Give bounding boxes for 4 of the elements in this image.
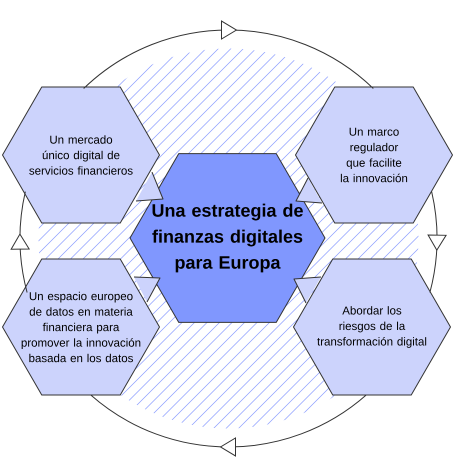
cycle-arrow: [83, 20, 374, 90]
cycle-arrow: [90, 394, 367, 457]
hexagon-box: Un espacio europeo de datos en materia financiera para promover la innovación basada en los datos: [2, 258, 160, 396]
hexagon-box: Abordar los riesgos de la transformación digital: [293, 258, 451, 396]
